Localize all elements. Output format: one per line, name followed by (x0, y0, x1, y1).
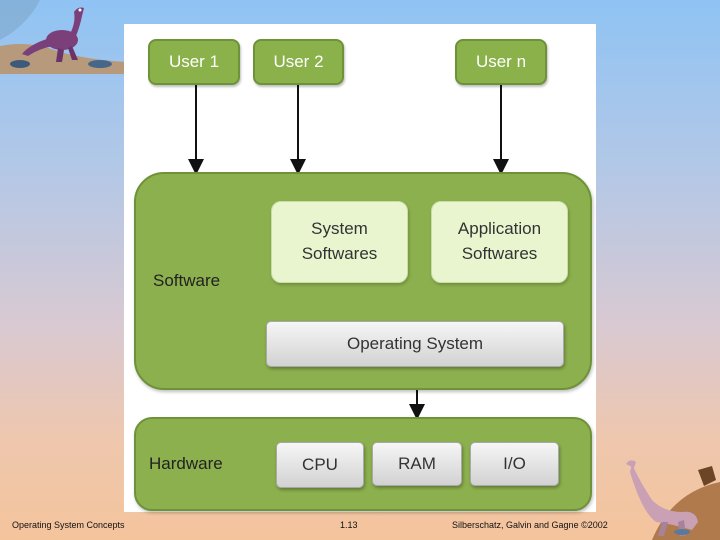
application-softwares-line-1: Application (457, 219, 542, 239)
dinosaur-illustration-top-left (0, 0, 126, 74)
user-2-box: User 2 (253, 39, 344, 85)
application-softwares-line-2: Softwares (461, 244, 538, 263)
io-box: I/O (470, 442, 559, 486)
footer-copyright: Silberschatz, Galvin and Gagne ©2002 (452, 520, 608, 530)
application-softwares-box: Application Softwares (431, 201, 568, 283)
user-n-box: User n (455, 39, 547, 85)
hardware-label: Hardware (149, 454, 223, 473)
dinosaur-illustration-bottom-right (626, 460, 720, 540)
ram-box: RAM (372, 442, 462, 486)
cpu-box: CPU (276, 442, 364, 488)
system-softwares-box: System Softwares (271, 201, 408, 283)
system-softwares-line-2: Softwares (301, 244, 378, 263)
os-structure-diagram: User 1 User 2 User n Software System Sof… (124, 24, 596, 512)
software-label: Software (153, 271, 221, 290)
footer-course-title: Operating System Concepts (12, 520, 125, 530)
user-1-box: User 1 (148, 39, 240, 85)
system-softwares-line-1: System (311, 219, 368, 239)
operating-system-box: Operating System (266, 321, 564, 367)
footer-slide-number: 1.13 (340, 520, 358, 530)
